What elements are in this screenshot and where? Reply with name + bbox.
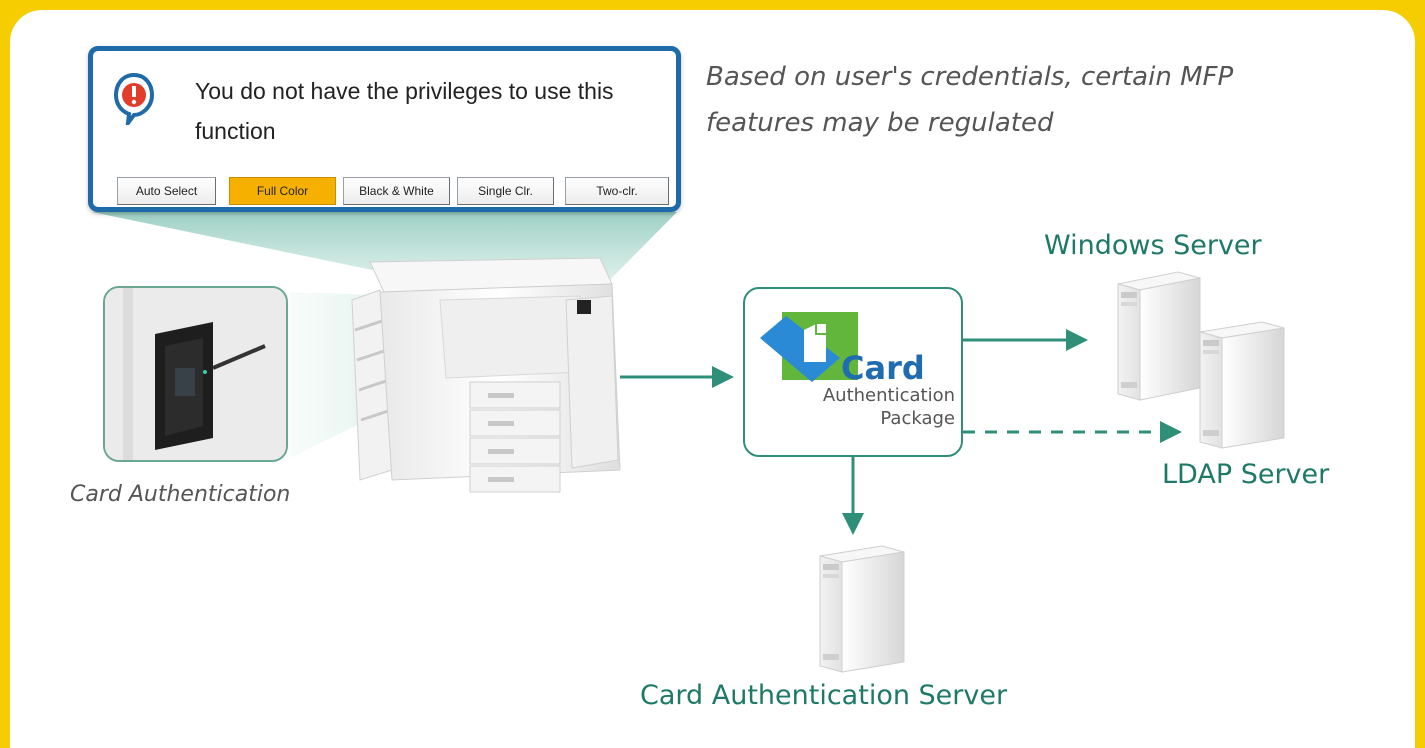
ldap-server-icon	[1199, 321, 1285, 449]
windows-server-label: Windows Server	[1044, 230, 1262, 261]
logo-blue-card	[760, 316, 840, 382]
package-subtitle-line2: Package	[880, 408, 955, 429]
card-auth-server-icon	[819, 545, 905, 673]
card-reader-icon	[105, 288, 286, 460]
two-color-button[interactable]: Two-clr.	[565, 177, 669, 205]
full-color-button[interactable]: Full Color	[229, 177, 336, 205]
card-authentication-label: Card Authentication	[70, 482, 291, 507]
ldap-server-label: LDAP Server	[1162, 459, 1330, 490]
package-to-card-server-arrow	[842, 457, 864, 535]
credentials-caption: Based on user's credentials, certain MFP…	[706, 62, 1234, 138]
package-subtitle: Authentication Package	[823, 384, 955, 430]
windows-server-icon	[1117, 271, 1201, 401]
package-subtitle-line1: Authentication	[822, 385, 955, 406]
auto-select-button[interactable]: Auto Select	[117, 177, 216, 205]
alert-message: You do not have the privileges to use th…	[195, 78, 614, 144]
black-white-button[interactable]: Black & White	[343, 177, 450, 205]
single-color-button[interactable]: Single Clr.	[457, 177, 554, 205]
package-title: Card	[841, 349, 925, 387]
package-to-windows-arrow	[963, 329, 1088, 351]
alert-icon	[114, 73, 154, 125]
privilege-alert-dialog: You do not have the privileges to use th…	[88, 46, 681, 212]
package-to-ldap-dashed-arrow	[963, 421, 1182, 443]
card-auth-server-label: Card Authentication Server	[640, 680, 1008, 711]
card-reader-inset	[103, 286, 288, 462]
mfp-to-package-arrow	[620, 366, 734, 388]
mfp-card-reader-icon	[577, 300, 591, 314]
